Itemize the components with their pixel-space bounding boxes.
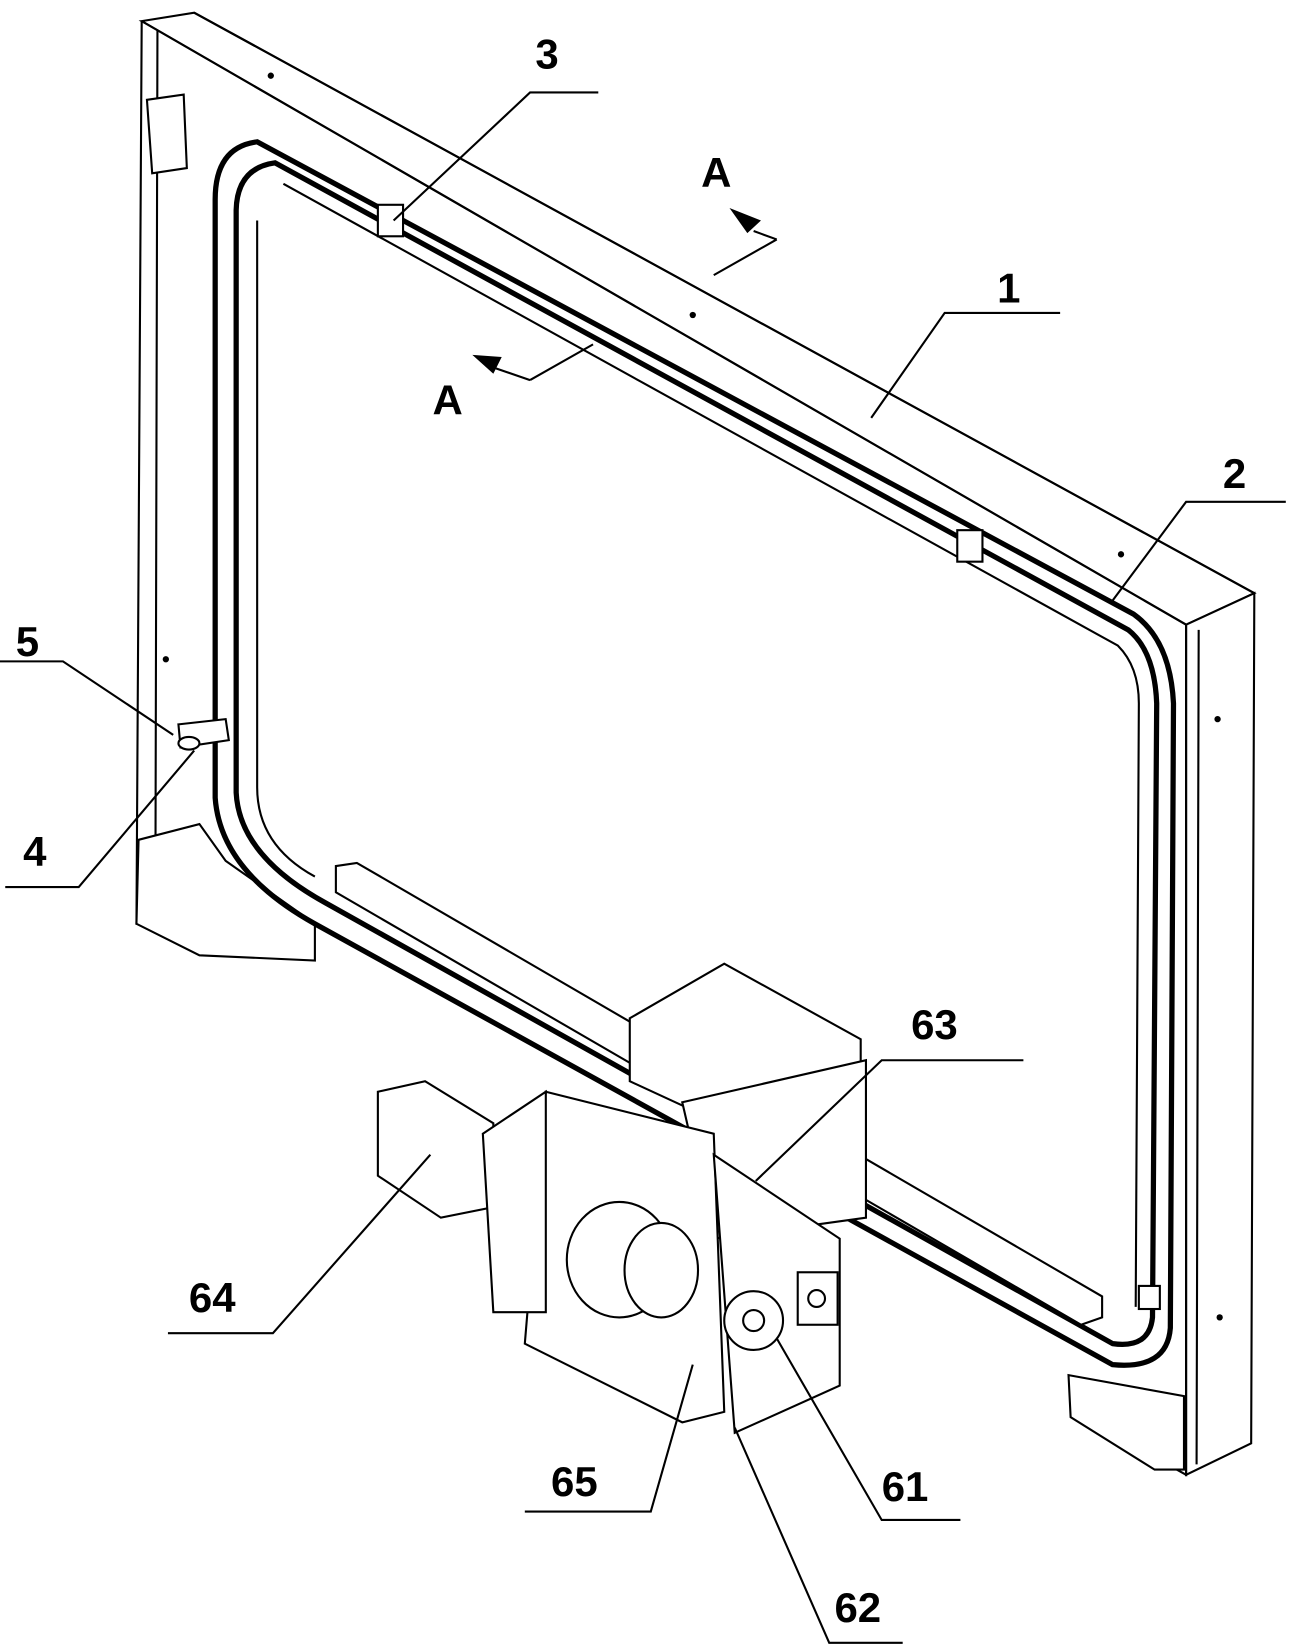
bolt-hole: [1214, 715, 1221, 723]
bolt-hole: [689, 311, 696, 319]
frame-top-face: [138, 11, 1257, 626]
leader-62: [733, 1427, 903, 1644]
leader-1: [870, 311, 1061, 419]
bottom-right-bracket: [1067, 1373, 1186, 1471]
part-5-bolt: [177, 735, 201, 751]
bolt-hole: [1216, 1314, 1223, 1321]
drive-unit: [376, 962, 867, 1435]
label-4: 4: [23, 828, 47, 875]
section-arrow-icon: [729, 207, 761, 234]
motor-64: [376, 1080, 495, 1219]
track-inner-edge: [256, 182, 1140, 1307]
leader-3: [392, 91, 599, 222]
label-62: 62: [834, 1584, 881, 1631]
section-a-top: A: [701, 149, 731, 196]
track-outer: [212, 139, 1177, 1368]
bolt-hole: [162, 656, 169, 663]
callouts: 3 1 2 5 4 63 64 65 61 62: [0, 30, 1286, 1644]
track-inner: [233, 160, 1160, 1348]
section-arrow-icon: [472, 354, 502, 374]
lever-arm: [481, 1089, 547, 1314]
bottom-left-bracket: [135, 822, 316, 962]
label-1: 1: [997, 264, 1020, 311]
section-line: [492, 230, 778, 382]
leader-4: [5, 749, 195, 889]
leader-63: [755, 1059, 1024, 1182]
frame-inner-edges: [154, 29, 1200, 1465]
top-left-bracket: [145, 93, 188, 175]
leader-2: [1111, 500, 1286, 602]
label-2: 2: [1223, 450, 1246, 497]
clip-3: [376, 203, 405, 238]
leader-5: [0, 660, 174, 736]
leader-61: [775, 1337, 961, 1522]
section-markers: A A: [432, 149, 778, 424]
spring-roller-2: [623, 1221, 700, 1319]
bolt-hole: [267, 72, 274, 79]
section-a-bottom: A: [432, 377, 462, 424]
clip-3b: [956, 529, 984, 563]
bearing-hole: [807, 1289, 827, 1308]
label-61: 61: [882, 1463, 929, 1510]
leader-64: [167, 1154, 432, 1335]
side-housing: [712, 1152, 841, 1435]
frame: [135, 11, 1257, 1477]
bolt-hole: [1117, 551, 1125, 558]
leader-65: [524, 1364, 694, 1513]
label-5: 5: [16, 618, 39, 665]
clip-right: [1137, 1284, 1161, 1311]
wheel-hub: [742, 1309, 766, 1333]
label-63: 63: [911, 1001, 958, 1048]
label-64: 64: [189, 1274, 236, 1321]
label-65: 65: [551, 1458, 598, 1505]
label-3: 3: [535, 30, 558, 77]
